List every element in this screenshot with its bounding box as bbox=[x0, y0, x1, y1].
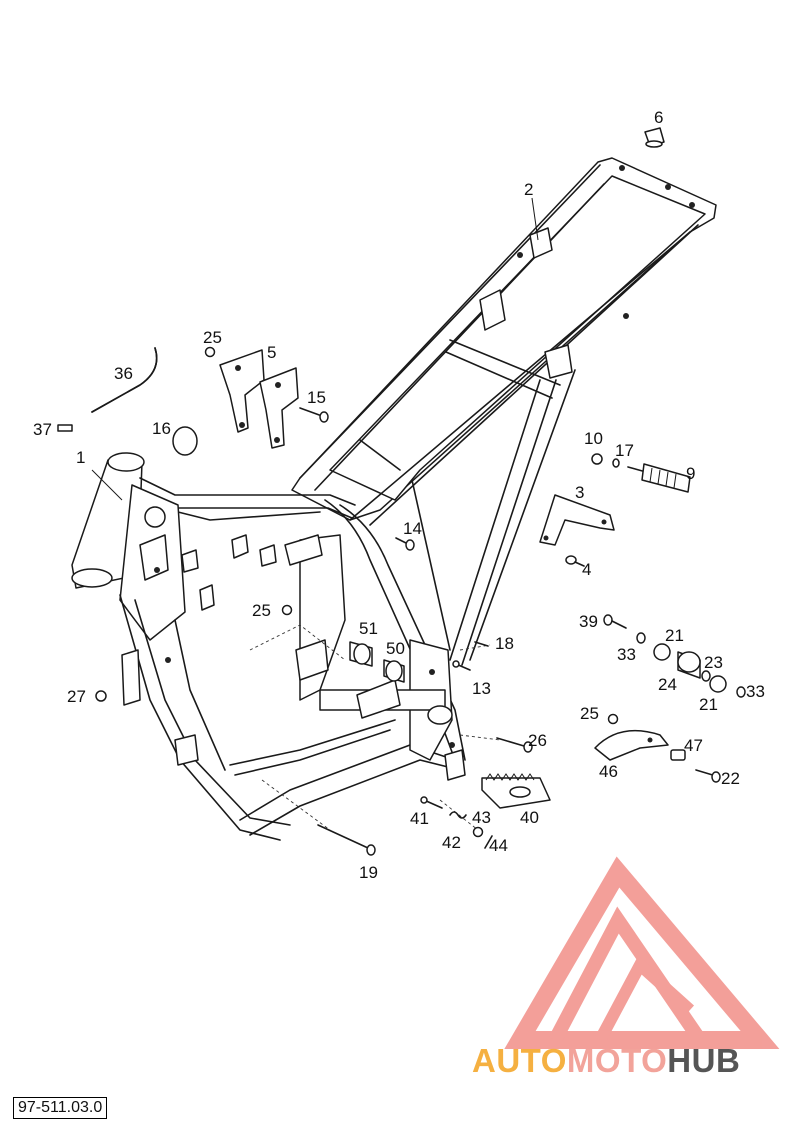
callout-51: 51 bbox=[359, 619, 378, 638]
leader-lines bbox=[91, 197, 539, 501]
bolt-part-4 bbox=[565, 555, 585, 567]
callout-46: 46 bbox=[599, 762, 618, 781]
bolt-part-22 bbox=[695, 769, 721, 783]
bolt-part-19 bbox=[317, 824, 376, 856]
callout-33-right: 33 bbox=[746, 682, 765, 701]
callout-2: 2 bbox=[524, 180, 533, 199]
bolt-part-15 bbox=[299, 407, 329, 423]
bolt-part-26 bbox=[496, 737, 533, 753]
peg-part-9 bbox=[627, 463, 691, 493]
callout-15: 15 bbox=[307, 388, 326, 407]
callout-41: 41 bbox=[410, 809, 429, 828]
callout-9: 9 bbox=[686, 464, 695, 483]
callout-21-top: 21 bbox=[665, 626, 684, 645]
callout-44: 44 bbox=[489, 836, 508, 855]
bushing-part-21-right bbox=[709, 675, 727, 693]
guard-part-46 bbox=[594, 729, 669, 761]
bracket-part-3 bbox=[539, 494, 615, 546]
callout-37: 37 bbox=[33, 420, 52, 439]
callout-6: 6 bbox=[654, 108, 663, 127]
callout-42: 42 bbox=[442, 833, 461, 852]
callout-13: 13 bbox=[472, 679, 491, 698]
callout-26: 26 bbox=[528, 731, 547, 750]
rear-subframe bbox=[291, 157, 717, 526]
assembly-guide-lines bbox=[249, 624, 501, 831]
nut-part-27 bbox=[95, 690, 107, 702]
callout-40: 40 bbox=[520, 808, 539, 827]
callout-33-left: 33 bbox=[617, 645, 636, 664]
rear-frame-downtubes bbox=[411, 369, 576, 666]
bushing-part-21-left bbox=[653, 643, 671, 661]
callout-5: 5 bbox=[267, 343, 276, 362]
bolt-part-39 bbox=[603, 614, 627, 629]
callout-1: 1 bbox=[76, 448, 85, 467]
callout-19: 19 bbox=[359, 863, 378, 882]
callout-47: 47 bbox=[684, 736, 703, 755]
footpeg-part-40 bbox=[481, 773, 551, 809]
watermark-text-hub: HUB bbox=[667, 1042, 741, 1079]
washer-part-43 bbox=[472, 826, 484, 838]
washer-part-17 bbox=[612, 458, 620, 468]
nut-part-10 bbox=[591, 453, 603, 465]
pin-part-44 bbox=[484, 835, 493, 849]
callout-14: 14 bbox=[403, 519, 422, 538]
main-frame bbox=[71, 452, 466, 841]
callout-10: 10 bbox=[584, 429, 603, 448]
callout-labels: 1 2 3 4 5 6 9 10 13 14 15 16 17 18 19 21… bbox=[33, 108, 765, 882]
bolt-part-18 bbox=[474, 641, 489, 647]
watermark-text: AUTOMOTOHUB bbox=[472, 1042, 792, 1080]
callout-50: 50 bbox=[386, 639, 405, 658]
bolt-part-37 bbox=[57, 424, 73, 432]
nut-part-25-right bbox=[607, 713, 619, 725]
callout-3: 3 bbox=[575, 483, 584, 502]
cap-part-16 bbox=[172, 426, 198, 456]
watermark-logo-icon bbox=[504, 856, 780, 1049]
callout-4: 4 bbox=[582, 560, 591, 579]
bolt-part-14 bbox=[395, 537, 415, 551]
plug-part-6 bbox=[644, 127, 665, 148]
nut-part-25-top bbox=[204, 346, 216, 358]
nut-part-25-middle bbox=[281, 604, 293, 616]
callout-18: 18 bbox=[495, 634, 514, 653]
callout-23: 23 bbox=[704, 653, 723, 672]
callout-17: 17 bbox=[615, 441, 634, 460]
washer-part-33-right bbox=[736, 686, 746, 698]
callout-36: 36 bbox=[114, 364, 133, 383]
callout-27: 27 bbox=[67, 687, 86, 706]
callout-25-top: 25 bbox=[203, 328, 222, 347]
washer-part-33-left bbox=[636, 632, 646, 644]
bushing-part-23 bbox=[701, 670, 711, 682]
document-number: 97-511.03.0 bbox=[13, 1097, 108, 1119]
callout-21-bottom: 21 bbox=[699, 695, 718, 714]
bolt-part-13 bbox=[452, 660, 471, 671]
bracket-part-5 bbox=[219, 349, 299, 449]
callout-25-right: 25 bbox=[580, 704, 599, 723]
callout-22: 22 bbox=[721, 769, 740, 788]
callout-25-middle: 25 bbox=[252, 601, 271, 620]
bushing-part-50 bbox=[383, 659, 405, 683]
callout-39: 39 bbox=[579, 612, 598, 631]
spring-part-42 bbox=[449, 811, 467, 819]
callout-24: 24 bbox=[658, 675, 677, 694]
spacer-part-47 bbox=[670, 749, 686, 761]
callout-43: 43 bbox=[472, 808, 491, 827]
watermark-text-auto: AUTO bbox=[472, 1042, 567, 1079]
watermark-text-moto: MOTO bbox=[566, 1042, 668, 1079]
callout-16: 16 bbox=[152, 419, 171, 438]
pin-part-41 bbox=[420, 796, 443, 809]
bushing-part-51 bbox=[349, 641, 373, 667]
